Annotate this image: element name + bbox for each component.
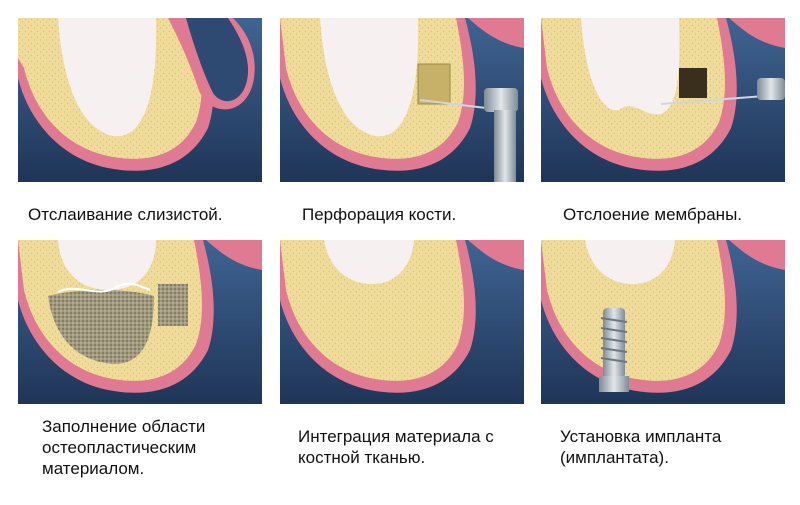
step-image-membrane-lift	[541, 18, 785, 182]
step-image-bone-integration	[280, 240, 524, 404]
dental-implant-icon	[599, 308, 629, 392]
step-caption: Перфорация кости.	[302, 205, 457, 224]
step-caption: Интеграция материала с костной тканью.	[298, 427, 494, 467]
step-caption: Заполнение области остеопластическим мат…	[42, 417, 206, 478]
step-image-graft-filling	[18, 240, 262, 404]
step-caption: Отслаивание слизистой.	[28, 205, 223, 224]
step-caption: Установка импланта (имплантата).	[560, 427, 722, 467]
step-caption: Отслоение мембраны.	[563, 205, 743, 224]
step-image-bone-perforation	[280, 18, 524, 182]
step-image-mucosa-detachment	[18, 18, 262, 182]
step-image-implant-placement	[541, 240, 785, 404]
